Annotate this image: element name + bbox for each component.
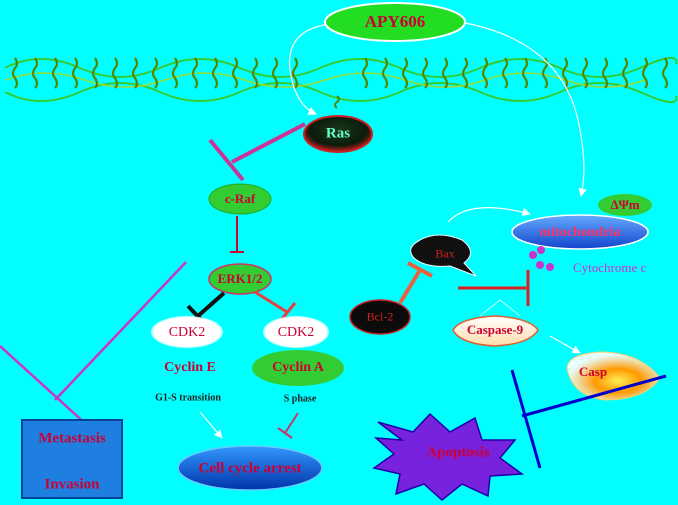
inhibit-craf-erk <box>230 216 244 253</box>
erk-node <box>208 263 272 295</box>
mitochondria-node <box>511 214 649 250</box>
cell-membrane <box>4 57 678 109</box>
bax-label: Bax <box>435 246 455 261</box>
cytochrome-c-label: Cytochrome c <box>573 260 647 275</box>
metastasis-label: Metastasis <box>38 430 106 447</box>
delta-psi-label: ΔΨm <box>610 197 640 212</box>
apoptosis-label: Apoptosis <box>426 444 490 461</box>
caspase9-label: Caspase-9 <box>466 322 524 337</box>
cdk2-left-label: CDK2 <box>168 325 206 340</box>
cyclin-a-label: Cyclin A <box>272 360 324 375</box>
inhibit-erk-cdk2-right <box>254 290 297 321</box>
inhibit-ras-craf <box>208 122 306 182</box>
inhibit-bcl2-bax <box>398 261 433 305</box>
apy606-node <box>324 2 466 42</box>
arrow-apy-to-mitochondria <box>459 21 587 197</box>
ras-node <box>303 115 373 153</box>
bax-node <box>410 234 477 277</box>
arrow-apy-to-ras <box>288 23 331 115</box>
mitochondria-label: mitochondria <box>539 225 621 240</box>
metastasis-invasion-box <box>21 419 123 499</box>
s-phase-label: S phase <box>283 393 317 405</box>
delta-psi-node <box>598 194 652 216</box>
casp-label: Casp <box>578 364 608 379</box>
cdk2-right-label: CDK2 <box>277 325 315 340</box>
cyclin-a-node <box>252 350 344 386</box>
apy606-label: APY606 <box>364 12 426 31</box>
cyclin-e-label: Cyclin E <box>164 360 216 375</box>
invasion-label: Invasion <box>44 476 100 493</box>
craf-node <box>208 183 272 215</box>
arrow-casp9-casp <box>549 335 581 354</box>
caspase9-node <box>452 315 539 347</box>
inhibit-metastasis <box>0 261 187 447</box>
cdk2-right-node <box>263 316 329 348</box>
cytochrome-c-dots <box>529 246 554 271</box>
cell-cycle-arrest-label: Cell cycle arrest <box>198 460 302 477</box>
inhibit-apoptosis <box>510 369 667 469</box>
erk-label: ERK1/2 <box>217 271 263 286</box>
craf-label: c-Raf <box>224 191 256 206</box>
inhibit-bcl2-mito <box>458 270 530 306</box>
apoptosis-node <box>372 412 525 501</box>
g1s-transition-label: G1-S transition <box>155 392 221 404</box>
bcl2-node <box>349 299 411 335</box>
ras-label: Ras <box>325 125 351 142</box>
cell-cycle-arrest-node <box>177 445 323 491</box>
bcl2-label: Bcl-2 <box>366 309 394 324</box>
inhibit-sphase-cellcycle <box>277 412 299 439</box>
arrow-g1s-cellcycle <box>199 411 223 439</box>
arrow-bax-mito <box>447 207 531 223</box>
cdk2-left-node <box>151 316 223 348</box>
